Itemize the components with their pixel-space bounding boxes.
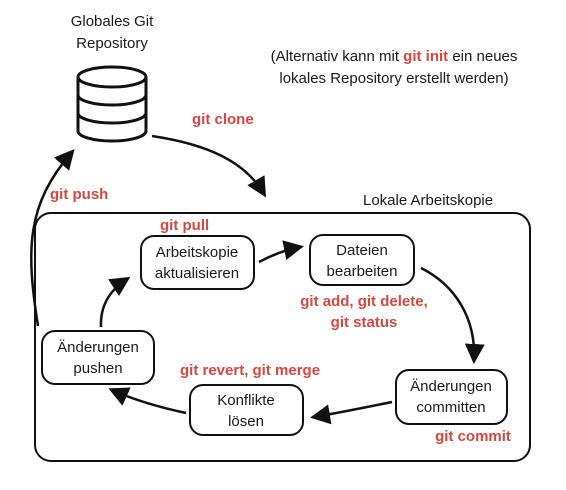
step-update-line1: Arbeitskopie — [156, 244, 239, 261]
git-add-label-line2: git status — [331, 314, 398, 331]
step-edit-line2: bearbeiten — [327, 263, 398, 280]
step-resolve-box — [189, 384, 304, 436]
git-revert-merge-label: git revert, git merge — [180, 362, 320, 379]
note-suffix: ein neues — [448, 48, 517, 65]
repository-title-line1: Globales Git — [71, 13, 154, 30]
git-push-label: git push — [50, 186, 108, 203]
step-push-line1: Änderungen — [57, 339, 139, 356]
step-update-box — [140, 235, 255, 290]
git-add-label-line1: git add, git delete, — [300, 293, 428, 310]
step-update-line2: aktualisieren — [155, 265, 239, 282]
git-init-command: git init — [403, 48, 448, 65]
git-commit-label: git commit — [435, 428, 511, 445]
step-edit-files: Dateien bearbeiten — [309, 234, 415, 286]
git-pull-label: git pull — [160, 217, 209, 234]
step-edit-box — [309, 234, 415, 286]
step-push-line2: pushen — [73, 360, 122, 377]
step-commit-box — [395, 369, 508, 425]
step-resolve-conflicts: Konflikte lösen — [189, 384, 304, 436]
git-clone-label: git clone — [192, 111, 254, 128]
note-line1: (Alternativ kann mit git init ein neues — [271, 48, 518, 65]
local-copy-container — [34, 212, 531, 462]
push-to-update-arrow — [99, 276, 131, 328]
step-resolve-line1: Konflikte — [217, 392, 275, 409]
step-push-box — [41, 330, 155, 385]
step-edit-line1: Dateien — [336, 242, 388, 259]
note-line2: lokales Repository erstellt werden) — [279, 70, 508, 87]
local-copy-label: Lokale Arbeitskopie — [363, 192, 493, 209]
commit-to-resolve-arrow — [310, 400, 393, 425]
step-commit-line2: committen — [416, 399, 485, 416]
step-update-working-copy: Arbeitskopie aktualisieren — [140, 235, 255, 290]
step-commit-line1: Änderungen — [410, 378, 492, 395]
clone-arrow — [151, 134, 267, 198]
step-push-changes: Änderungen pushen — [41, 330, 155, 385]
update-to-edit-arrow — [258, 240, 304, 264]
edit-to-commit-arrow — [420, 266, 485, 364]
push-arrow — [30, 148, 75, 327]
database-icon — [76, 65, 148, 143]
step-commit-changes: Änderungen committen — [395, 369, 508, 425]
step-resolve-line2: lösen — [228, 413, 264, 430]
note-prefix: (Alternativ kann mit — [271, 48, 404, 65]
resolve-to-push-arrow — [108, 387, 187, 415]
repository-title-line2: Repository — [76, 35, 148, 52]
